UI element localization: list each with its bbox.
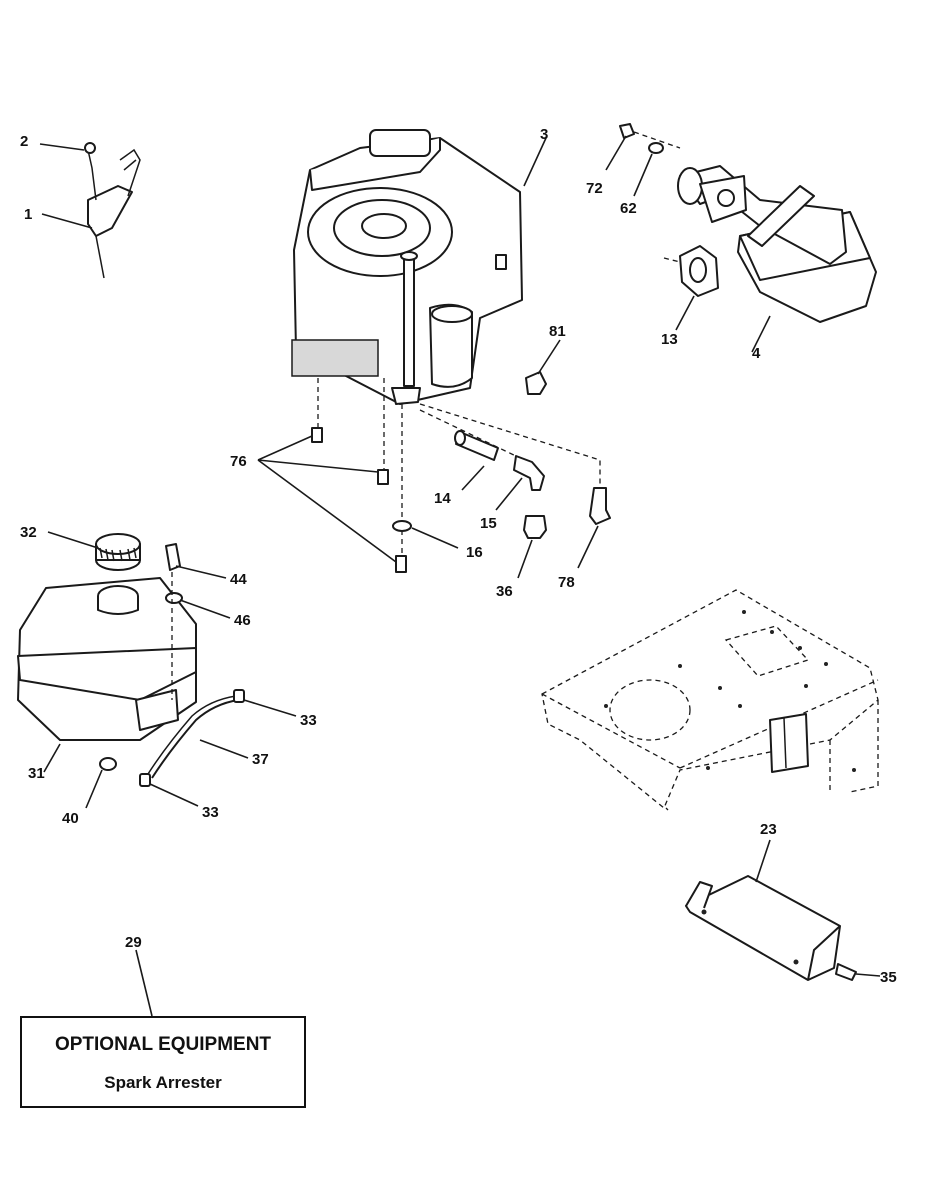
callout-23: 23	[760, 821, 777, 838]
callout-4: 4	[752, 345, 761, 362]
callout-37: 37	[252, 751, 269, 768]
tank-bushing-part	[85, 757, 117, 809]
oil-drain-fitting-part	[454, 430, 499, 491]
callout-31: 31	[28, 765, 45, 782]
fuel-cap-part	[47, 531, 141, 571]
callout-16: 16	[466, 544, 483, 561]
callout-78: 78	[558, 574, 575, 591]
callout-44: 44	[230, 571, 247, 588]
nut-part	[525, 339, 561, 395]
engine-mount-lines	[317, 378, 601, 566]
callout-32: 32	[20, 524, 37, 541]
muffler-bolt-part	[605, 123, 681, 197]
fuel-line-part	[139, 689, 297, 807]
optional-equipment-title: OPTIONAL EQUIPMENT	[54, 1034, 272, 1055]
throttle-control-part	[39, 142, 141, 279]
elbow-fitting-part	[495, 455, 545, 511]
callout-15: 15	[480, 515, 497, 532]
spark-arrester-label: Spark Arrester	[104, 1073, 222, 1092]
chassis-outline	[541, 589, 879, 811]
tank-bolt-part	[165, 543, 231, 700]
callout-72: 72	[586, 180, 603, 197]
callout-36: 36	[496, 583, 513, 600]
muffler-part	[677, 165, 877, 353]
bolt-part	[577, 487, 611, 569]
engine-mount-bolts	[257, 427, 407, 573]
callout-2: 2	[20, 133, 28, 150]
callout-76: 76	[230, 453, 247, 470]
optional-equipment-box: OPTIONAL EQUIPMENT Spark Arrester	[20, 1016, 306, 1108]
engine-part	[291, 129, 547, 405]
callout-14: 14	[434, 490, 451, 507]
fuel-tank-part	[17, 577, 197, 773]
callout-33-bottom: 33	[202, 804, 219, 821]
callout-40: 40	[62, 810, 79, 827]
washer-part	[392, 520, 459, 549]
callout-13: 13	[661, 331, 678, 348]
callout-29: 29	[125, 934, 142, 951]
callout-46: 46	[234, 612, 251, 629]
callout-35: 35	[880, 969, 897, 986]
callout-labels: 1 2 3 4 13 14 15 16 23 29 31 32 33 33 35…	[20, 126, 897, 986]
callout-3: 3	[540, 126, 548, 143]
callout-62: 62	[620, 200, 637, 217]
exhaust-gasket-part	[663, 245, 719, 331]
drain-cap-part	[517, 515, 547, 579]
callout-81: 81	[549, 323, 566, 340]
callout-33-top: 33	[300, 712, 317, 729]
optional-leader	[135, 949, 153, 1017]
callout-1: 1	[24, 206, 32, 223]
shield-plate-part	[685, 839, 881, 981]
